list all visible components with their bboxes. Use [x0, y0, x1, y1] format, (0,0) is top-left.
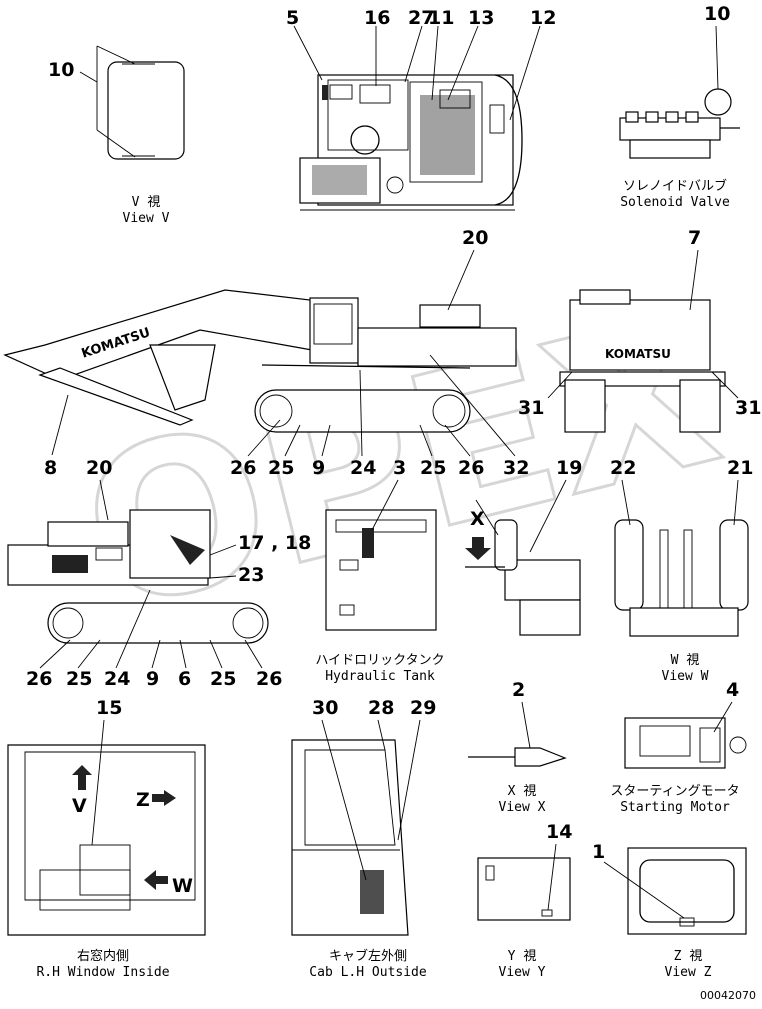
- w-callout-22: 22: [610, 457, 636, 479]
- window-arrow-z: Z: [136, 789, 150, 811]
- view-z-figure: 1 Z 視 View Z: [592, 841, 747, 980]
- view-w-figure: 22 21 W 視 View W: [610, 457, 753, 684]
- view-v-caption-jp: V 視: [132, 195, 161, 210]
- view-y-figure: 14 Y 視 View Y: [477, 821, 572, 980]
- view-y-callout-14: 14: [546, 821, 572, 843]
- right-callout-20: 20: [86, 457, 112, 479]
- hydraulic-caption-jp: ハイドロリックタンク: [315, 653, 444, 668]
- cab-caption-en: Cab L.H Outside: [309, 965, 427, 980]
- view-z-caption-jp: Z 視: [674, 949, 703, 964]
- cab-top-callout-12: 12: [530, 7, 556, 29]
- left-callout-24: 24: [350, 457, 376, 479]
- view-v-caption-en: View V: [123, 211, 170, 226]
- left-callout-25b: 25: [420, 457, 446, 479]
- window-arrow-w: W: [172, 875, 193, 897]
- right-callout-18: 18: [285, 532, 311, 554]
- starting-motor-figure: 4 スターティングモータ Starting Motor: [610, 679, 747, 815]
- solenoid-valve-figure: 10 ソレノイドバルブ Solenoid Valve: [619, 3, 740, 210]
- right-callout-9: 9: [146, 668, 159, 690]
- right-callout-26b: 26: [256, 668, 282, 690]
- view-v-figure: 10 V 視 View V: [48, 45, 185, 226]
- view-z-callout-1: 1: [592, 841, 605, 863]
- right-callout-23: 23: [238, 564, 264, 586]
- starting-motor-caption-en: Starting Motor: [620, 800, 730, 815]
- control-lever-figure: X 19: [465, 457, 582, 636]
- right-callout-26a: 26: [26, 668, 52, 690]
- left-callout-8: 8: [44, 457, 57, 479]
- w-callout-21: 21: [727, 457, 753, 479]
- right-callout-25b: 25: [210, 668, 236, 690]
- solenoid-caption-jp: ソレノイドバルブ: [623, 178, 727, 194]
- view-x-figure: 2 X 視 View X: [468, 679, 567, 815]
- view-x-arrow-label: X: [470, 508, 485, 530]
- excavator-rear-view: KOMATSU 7 31 31: [518, 227, 761, 433]
- starting-motor-callout-4: 4: [726, 679, 739, 701]
- cab-callout-28: 28: [368, 697, 394, 719]
- view-y-caption-jp: Y 視: [508, 949, 537, 964]
- view-x-caption-en: View X: [499, 800, 546, 815]
- cab-callout-30: 30: [312, 697, 338, 719]
- left-callout-25a: 25: [268, 457, 294, 479]
- view-z-caption-en: View Z: [665, 965, 712, 980]
- window-inside-figure: V Z W 15 右窓内側 R.H Window Inside: [7, 697, 206, 980]
- cab-top-callout-5: 5: [286, 7, 299, 29]
- rear-callout-7: 7: [688, 227, 701, 249]
- hydraulic-tank-figure: 3 ハイドロリックタンク Hydraulic Tank: [315, 457, 444, 684]
- excavator-left-side-view: KOMATSU 20 8 26 25 9 24 25 26 32: [3, 227, 529, 479]
- view-x-caption-jp: X 視: [508, 784, 537, 799]
- left-callout-9: 9: [312, 457, 325, 479]
- brand-rear: KOMATSU: [605, 347, 671, 361]
- right-callout-6: 6: [178, 668, 191, 690]
- excavator-right-side-view: 20 17 , 18 23 26 25 24 9 6 25 26: [7, 457, 311, 690]
- callout-separator: ,: [264, 532, 284, 554]
- window-arrow-v: V: [72, 795, 87, 817]
- cab-caption-jp: キャブ左外側: [329, 948, 407, 964]
- right-callout-17: 17: [238, 532, 264, 554]
- cab-callout-29: 29: [410, 697, 436, 719]
- left-callout-26a: 26: [230, 457, 256, 479]
- cab-top-callout-11: 11: [428, 7, 454, 29]
- view-y-caption-en: View Y: [499, 965, 546, 980]
- cab-top-callout-27: 27: [408, 7, 434, 29]
- window-callout-15: 15: [96, 697, 122, 719]
- cab-top-view: 5 16 27 11 13 12: [286, 7, 556, 211]
- hydraulic-caption-en: Hydraulic Tank: [325, 669, 435, 684]
- solenoid-caption-en: Solenoid Valve: [620, 195, 730, 210]
- window-caption-en: R.H Window Inside: [36, 965, 169, 980]
- right-callout-24: 24: [104, 668, 130, 690]
- window-caption-jp: 右窓内側: [77, 948, 129, 964]
- view-w-caption-en: View W: [662, 669, 709, 684]
- drawing-number: 00042070: [700, 989, 756, 1002]
- rear-callout-31b: 31: [735, 397, 761, 419]
- starting-motor-caption-jp: スターティングモータ: [610, 784, 739, 799]
- right-callout-25a: 25: [66, 668, 92, 690]
- cab-lh-outside-figure: 30 28 29 キャブ左外側 Cab L.H Outside: [291, 697, 436, 980]
- left-callout-20: 20: [462, 227, 488, 249]
- solenoid-callout-10: 10: [704, 3, 730, 25]
- view-w-caption-jp: W 視: [671, 653, 700, 668]
- hydraulic-callout-3: 3: [393, 457, 406, 479]
- cab-top-callout-13: 13: [468, 7, 494, 29]
- view-x-callout-2: 2: [512, 679, 525, 701]
- left-callout-32: 32: [503, 457, 529, 479]
- view-v-callout: 10: [48, 59, 74, 81]
- right-callout-17-18: 17 , 18: [238, 532, 311, 554]
- lever-callout-19: 19: [556, 457, 582, 479]
- rear-callout-31a: 31: [518, 397, 544, 419]
- left-callout-26b: 26: [458, 457, 484, 479]
- cab-top-callout-16: 16: [364, 7, 390, 29]
